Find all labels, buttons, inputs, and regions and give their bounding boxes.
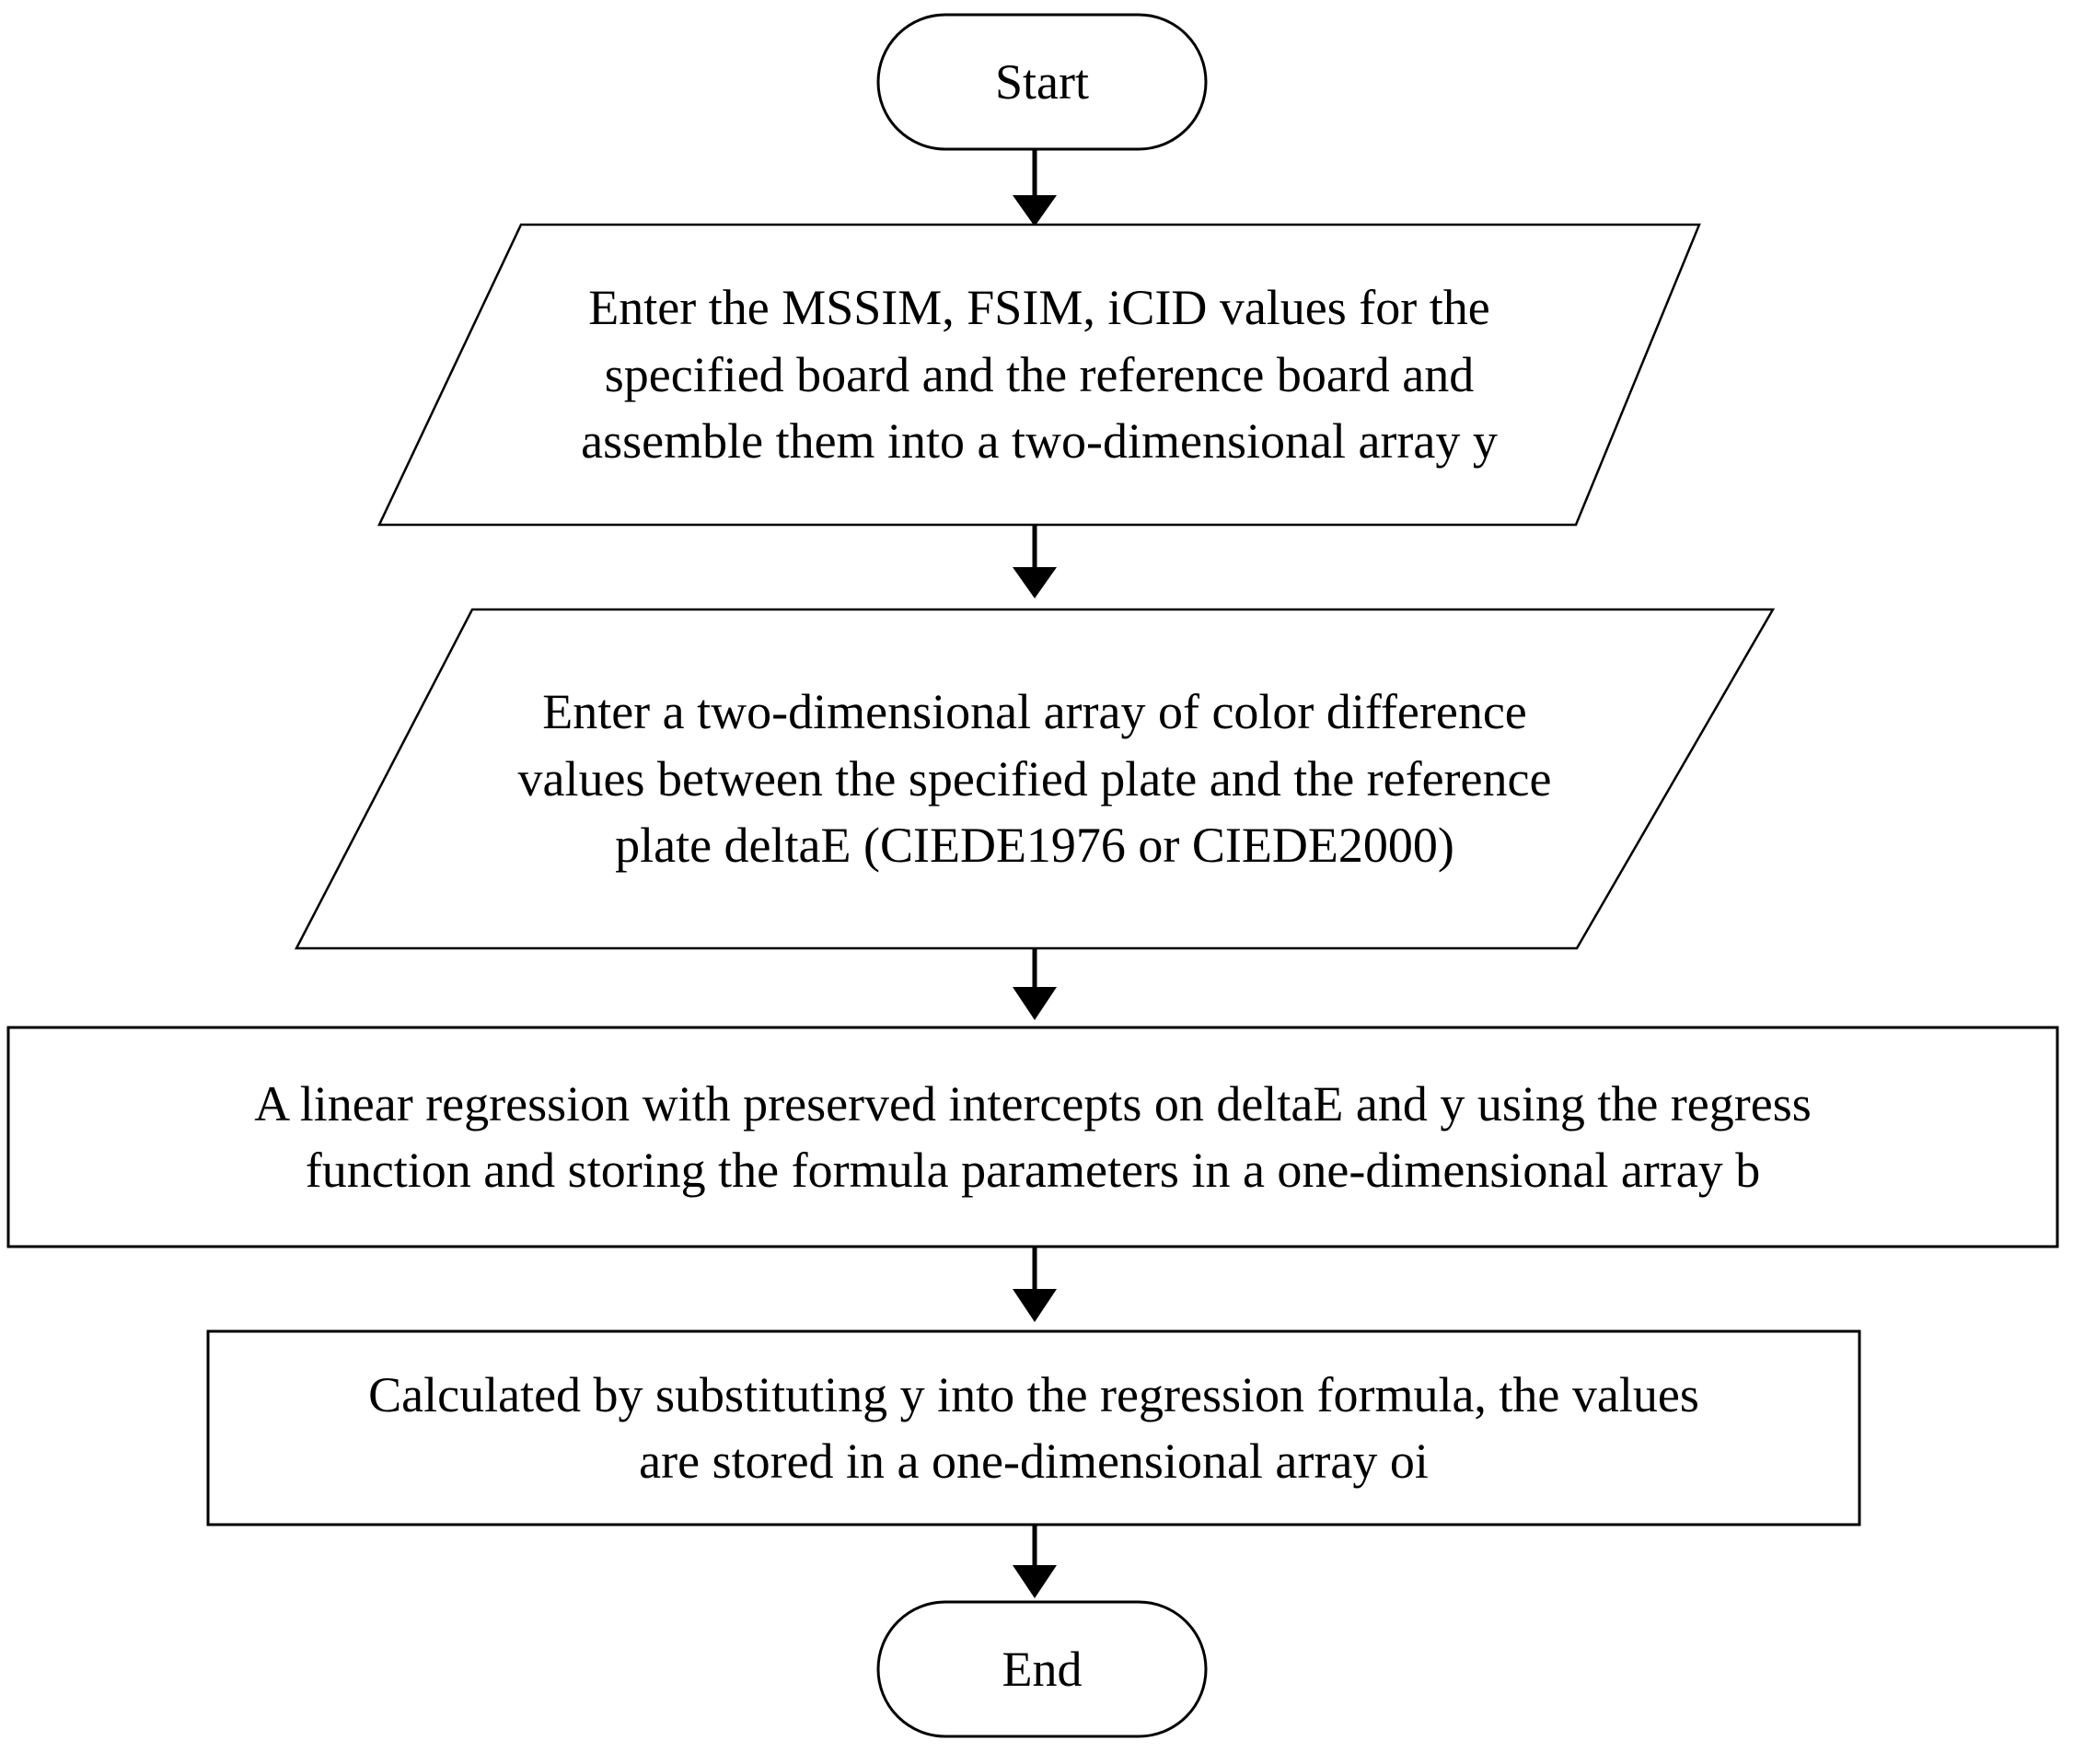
edge-input-deltae-to-process-regression <box>1013 948 1057 1020</box>
edge-process-substitute-to-end <box>1013 1525 1057 1598</box>
down-arrow-icon <box>1013 1565 1057 1598</box>
node-shape-input-deltae[interactable] <box>294 608 1776 950</box>
edge-process-regression-to-process-substitute <box>1013 1247 1057 1322</box>
node-shape-end[interactable] <box>876 1600 1208 1738</box>
node-shape-process-substitute[interactable] <box>206 1329 1861 1526</box>
edge-input-metrics-to-input-deltae <box>1013 525 1057 598</box>
down-arrow-icon <box>1013 987 1057 1020</box>
edge-start-to-input-metrics <box>1013 149 1057 226</box>
node-shape-input-metrics[interactable] <box>377 223 1701 527</box>
node-shape-process-regression[interactable] <box>6 1026 2059 1248</box>
down-arrow-icon <box>1013 1289 1057 1322</box>
node-shape-start[interactable] <box>876 13 1208 151</box>
down-arrow-icon <box>1013 567 1057 598</box>
down-arrow-icon <box>1013 195 1057 226</box>
